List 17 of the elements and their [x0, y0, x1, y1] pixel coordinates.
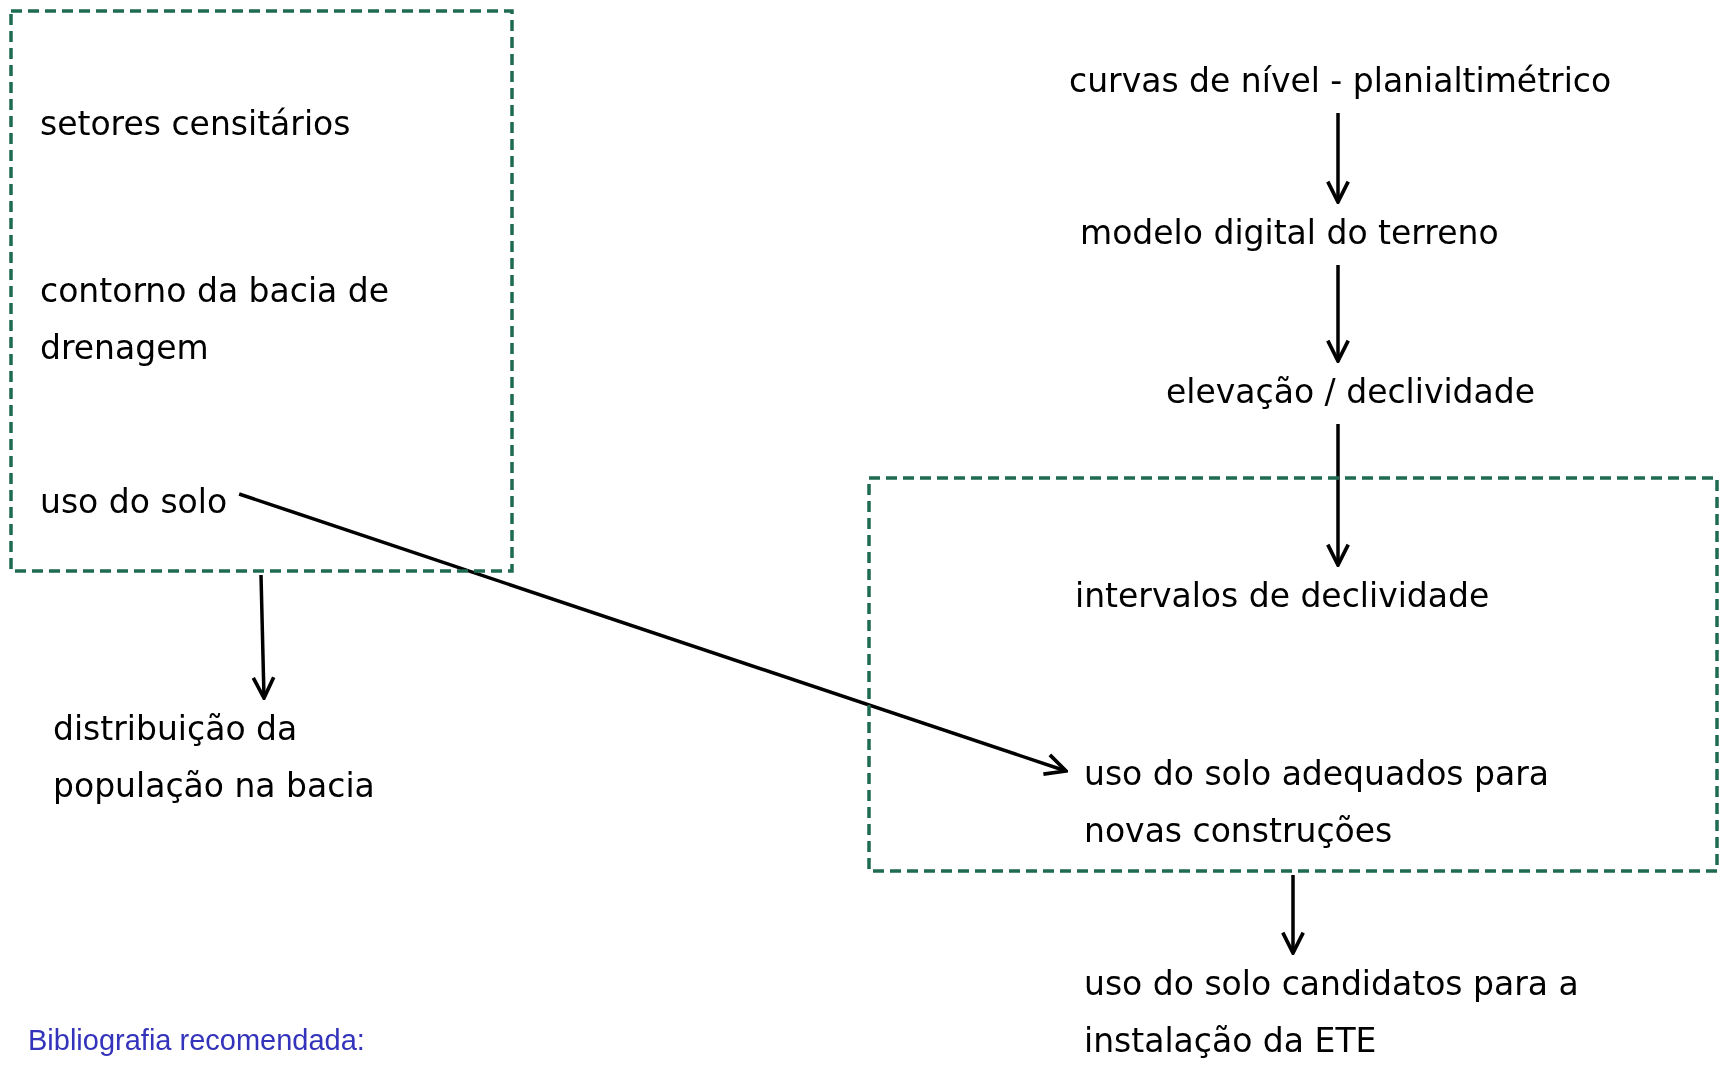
node-text: uso do solo candidatos para a instalação da ETE	[1084, 963, 1580, 1062]
node-text: distribuição da população na bacia	[53, 708, 376, 807]
node-text: intervalos de declividade	[1075, 575, 1490, 617]
arrow	[1325, 265, 1351, 363]
node-text: elevação / declividade	[1166, 371, 1536, 413]
node-text: contorno da bacia de drenagem	[40, 270, 391, 369]
node-text: curvas de nível - planialtimétrico	[1069, 60, 1612, 102]
arrow	[238, 492, 1068, 777]
arrow	[251, 574, 276, 700]
arrow	[1325, 424, 1351, 567]
node-text: modelo digital do terreno	[1080, 212, 1499, 254]
arrow	[1280, 875, 1306, 955]
bibliography-heading: Bibliografia recomendada:	[28, 1024, 365, 1057]
arrow	[1325, 113, 1351, 204]
node-text: setores censitários	[40, 103, 351, 145]
node-text: uso do solo adequados para novas construções	[1084, 753, 1550, 852]
node-text: uso do solo	[40, 481, 228, 523]
